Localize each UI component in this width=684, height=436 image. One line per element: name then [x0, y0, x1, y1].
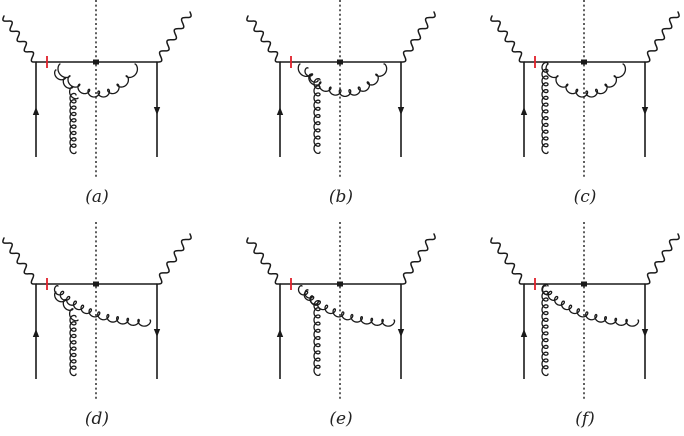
gluon-connector [54, 69, 79, 100]
quark-arrow-right [153, 107, 161, 115]
diagram-panel-c: (c) [490, 0, 680, 207]
photon-left [2, 15, 37, 63]
cut-vertex [93, 281, 99, 287]
vertical-gluon [313, 299, 321, 377]
quark-arrow-left [32, 329, 40, 337]
quark-arrow-right [397, 329, 405, 337]
loop-gluon [297, 285, 396, 327]
cut-vertex [93, 59, 99, 65]
loop-gluon [545, 63, 627, 98]
panel-caption: (e) [329, 409, 352, 429]
photon-left [490, 15, 525, 63]
diagram-panel-a: (a) [2, 0, 192, 207]
panel-caption: (d) [85, 409, 109, 429]
loop-gluon [53, 285, 152, 327]
photon-right [156, 233, 192, 285]
photon-right [644, 11, 680, 63]
vertical-gluon [69, 92, 77, 155]
photon-right [644, 233, 680, 285]
photon-left [490, 237, 525, 285]
quark-arrow-left [520, 107, 528, 115]
diagram-panel-e: (e) [246, 222, 436, 429]
photon-right [156, 11, 192, 63]
vertical-gluon [541, 61, 549, 155]
panel-caption: (c) [574, 187, 597, 207]
quark-arrow-left [276, 107, 284, 115]
photon-right [400, 233, 436, 285]
cut-vertex [337, 59, 343, 65]
photon-left [2, 237, 37, 285]
diagram-panel-d: (d) [2, 222, 192, 429]
panel-caption: (f) [575, 409, 595, 429]
quark-arrow-left [520, 329, 528, 337]
vertical-gluon [69, 314, 77, 377]
loop-gluon [57, 63, 139, 98]
vertical-gluon [541, 283, 549, 377]
photon-left [246, 237, 281, 285]
loop-gluon [297, 63, 388, 98]
vertical-gluon [313, 77, 321, 155]
quark-arrow-left [32, 107, 40, 115]
quark-arrow-right [397, 107, 405, 115]
quark-arrow-left [276, 329, 284, 337]
quark-arrow-right [641, 107, 649, 115]
panel-caption: (a) [85, 187, 108, 207]
cut-vertex [581, 59, 587, 65]
quark-arrow-right [153, 329, 161, 337]
gluon-connector [54, 291, 79, 322]
cut-vertex [337, 281, 343, 287]
cut-vertex [581, 281, 587, 287]
quark-arrow-right [641, 329, 649, 337]
photon-left [246, 15, 281, 63]
diagram-panel-f: (f) [490, 222, 680, 429]
photon-right [400, 11, 436, 63]
loop-gluon [541, 285, 640, 327]
panel-caption: (b) [329, 187, 353, 207]
diagram-panel-b: (b) [246, 0, 436, 207]
